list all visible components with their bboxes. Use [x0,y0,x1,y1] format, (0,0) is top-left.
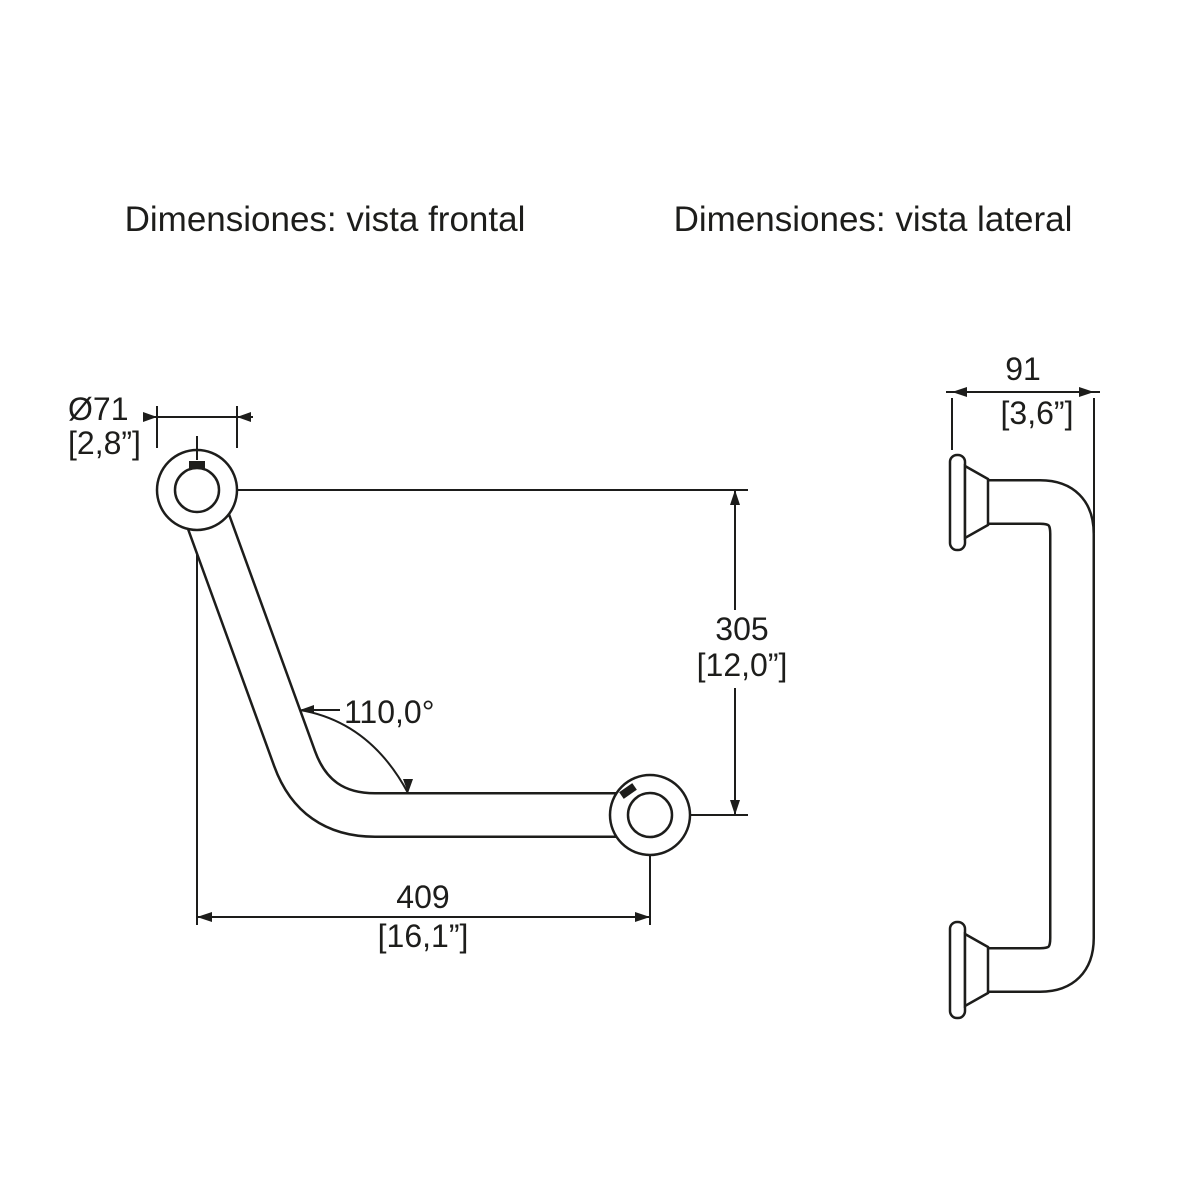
front-view: Ø71 [2,8”] 305 [12,0”] 409 [16,1”] 110,0… [68,391,787,954]
dim-height-mm: 305 [715,611,768,647]
dim-depth-in: [3,6”] [1001,395,1074,431]
arrow-409-left [197,912,212,922]
dim-length-in: [16,1”] [378,918,469,954]
dim-height-in: [12,0”] [697,647,788,683]
arrow-71-left [143,412,157,422]
side-view-grab-bar-tube [988,479,1095,993]
dim-flange-diameter-in: [2,8”] [68,425,141,461]
side-tube-body [988,481,1093,991]
side-view-title: Dimensiones: vista lateral [674,200,1073,239]
angle-arrow-bottom [403,779,413,793]
angle-arc [299,709,409,794]
front-view-dimension-text: Ø71 [2,8”] 305 [12,0”] 409 [16,1”] 110,0… [68,391,787,954]
side-top-flange-wall-plate [948,453,967,552]
angle-arrow-top [300,705,314,713]
side-view-dimension-lines [946,387,1100,533]
arrow-305-up [730,490,740,505]
front-view-dimension-marks [143,412,740,922]
grab-bar-tube-body [177,482,650,836]
bottom-flange-inner-circle [626,791,674,839]
dim-angle: 110,0° [344,694,435,730]
dim-length-mm: 409 [396,879,449,915]
side-bottom-flange-escutcheon [963,931,990,1009]
side-top-flange-escutcheon [963,463,990,541]
arrow-409-right [635,912,650,922]
dim-depth-mm: 91 [1005,351,1041,387]
top-flange-screw-mark [189,461,205,469]
top-flange-inner-circle [173,466,221,514]
arrow-91-left [952,387,967,397]
arrow-305-down [730,800,740,815]
arrow-91-right [1079,387,1094,397]
front-view-flanges [155,436,692,857]
front-view-grab-bar-tube [175,482,650,838]
side-bottom-flange-wall-plate [948,920,967,1020]
dim-flange-diameter-mm: Ø71 [68,391,128,427]
bottom-flange-screw-mark [619,783,637,799]
side-view-flanges [948,453,990,1020]
side-view-dimension-text: 91 [3,6”] [1001,351,1074,431]
front-view-title: Dimensiones: vista frontal [125,200,526,239]
arrow-71-right [237,412,251,422]
side-view: 91 [3,6”] [946,351,1100,1020]
